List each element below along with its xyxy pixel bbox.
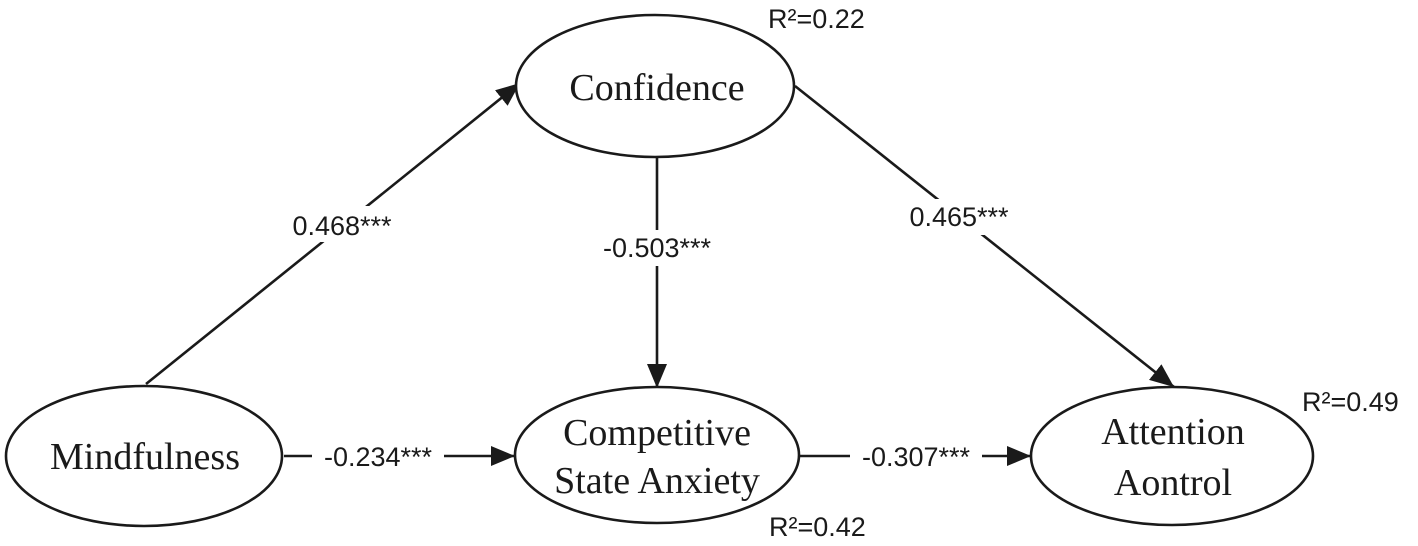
node-anxiety-label-line2: State Anxiety <box>554 460 760 502</box>
coef-anxiety-attention: -0.307*** <box>862 442 971 472</box>
r2-attention: R²=0.49 <box>1302 387 1399 417</box>
edge-labels: 0.468*** -0.503*** 0.465*** -0.234*** -0… <box>280 199 1021 472</box>
coef-confidence-anxiety: -0.503*** <box>603 233 712 263</box>
node-competitive-state-anxiety: Competitive State Anxiety <box>513 385 801 525</box>
r-squared-labels: R²=0.22 R²=0.42 R²=0.49 <box>768 4 1399 542</box>
node-confidence-shape <box>514 13 796 159</box>
r2-anxiety: R²=0.42 <box>769 512 866 542</box>
node-confidence: Confidence <box>514 13 796 159</box>
node-attention-control: Attention Aontrol <box>1029 385 1315 527</box>
node-mindfulness: Mindfulness <box>4 384 284 528</box>
node-attention-label-line1: Attention <box>1101 411 1245 453</box>
coef-mindfulness-anxiety: -0.234*** <box>324 442 433 472</box>
coef-confidence-attention: 0.465*** <box>909 202 1009 232</box>
node-attention-shape <box>1029 385 1315 527</box>
coef-mindfulness-confidence: 0.468*** <box>292 211 392 241</box>
node-mindfulness-shape <box>4 384 284 528</box>
r2-confidence: R²=0.22 <box>768 4 865 34</box>
node-anxiety-shape <box>513 385 801 525</box>
node-attention-label-line2: Aontrol <box>1114 462 1232 504</box>
edge-confidence-attention <box>794 84 1175 389</box>
node-mindfulness-label: Mindfulness <box>50 436 240 478</box>
node-anxiety-label-line1: Competitive <box>563 412 751 454</box>
node-confidence-label: Confidence <box>569 67 744 109</box>
